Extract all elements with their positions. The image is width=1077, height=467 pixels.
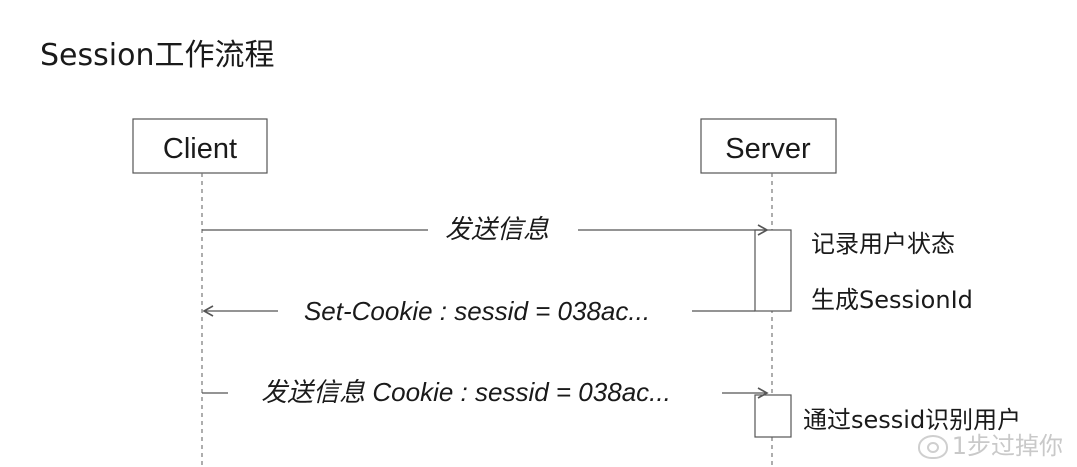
message-set-cookie: Set-Cookie : sessid = 038ac... — [202, 296, 755, 326]
server-activation-2 — [754, 394, 792, 438]
message-set-cookie-label: Set-Cookie : sessid = 038ac... — [304, 296, 650, 326]
actor-server-label: Server — [725, 133, 811, 165]
actor-client: Client — [132, 118, 268, 174]
diagram-title: Session工作流程 — [40, 38, 275, 73]
actor-server: Server — [700, 118, 837, 174]
message-send-cookie: 发送信息 Cookie : sessid = 038ac... — [202, 377, 769, 407]
watermark-text: 1步过掉你 — [951, 432, 1063, 460]
message-send-cookie-label: 发送信息 Cookie : sessid = 038ac... — [261, 377, 671, 407]
actor-client-label: Client — [163, 133, 237, 165]
message-send-info: 发送信息 — [202, 214, 769, 244]
weibo-logo-icon — [917, 435, 948, 459]
note-identify-user: 通过sessid识别用户 — [803, 406, 1021, 434]
server-activation-1 — [754, 229, 792, 312]
message-send-info-label: 发送信息 — [445, 214, 549, 244]
note-record-state: 记录用户状态 — [811, 230, 955, 258]
watermark: 1步过掉你 — [917, 426, 1063, 461]
note-generate-id: 生成SessionId — [811, 286, 973, 314]
